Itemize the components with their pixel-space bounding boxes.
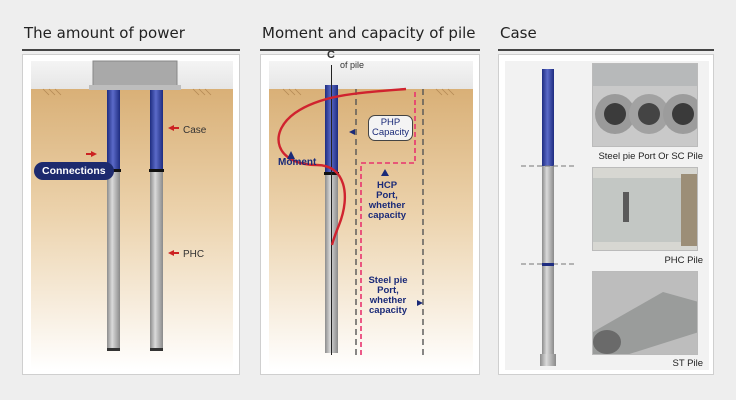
left-pile-case [107, 90, 120, 170]
power-section-title: The amount of power [24, 24, 185, 42]
case-section-title: Case [500, 24, 537, 42]
hcp-capacity-label: HCP Port, whether capacity [367, 180, 407, 221]
st-pile-photo [592, 271, 698, 355]
phc-arrow-icon [168, 250, 179, 256]
centerline-symbol: C [327, 49, 335, 61]
php-capacity-box: PHP Capacity [368, 115, 413, 141]
moment-curve [277, 87, 407, 246]
moment-title-rule [260, 49, 480, 51]
connections-arrow-icon [86, 151, 97, 157]
power-diagram [31, 60, 233, 370]
right-pile-case [150, 90, 163, 170]
moment-panel: C of pile Moment PHP Capacity HCP Port, … [260, 49, 480, 375]
php-label: PHP [380, 117, 401, 128]
case-label: Case [183, 125, 207, 136]
steel-arrow-icon-left [417, 300, 423, 306]
phc-pile-photo [592, 167, 698, 251]
right-pile-phc [150, 170, 163, 350]
case-pile-shoe [540, 354, 556, 366]
moment-arrow-icon [287, 151, 295, 159]
steel-pile-photo [592, 63, 698, 147]
centerline-label: of pile [340, 60, 365, 70]
steel-pile-caption: Steel pie Port Or SC Pile [598, 151, 703, 162]
pile-cap [92, 60, 178, 88]
php-arrow-icon [349, 129, 355, 135]
left-pile-phc [107, 170, 120, 350]
power-panel: Case Connections PHC [22, 54, 240, 375]
case-pile-gray [542, 166, 554, 356]
php-capacity-line [360, 89, 416, 355]
moment-section-title: Moment and capacity of pile [262, 24, 476, 42]
ground-hatch [42, 88, 212, 96]
st-pile-caption: ST Pile [672, 358, 703, 369]
php-capacity-label: Capacity [372, 127, 409, 138]
case-pile-blue [542, 69, 554, 166]
case-arrow-icon [168, 125, 179, 131]
hcp-arrow-icon [381, 169, 389, 176]
soil-area [31, 89, 233, 370]
right-pile-joint [149, 169, 164, 172]
case-panel: Steel pie Port Or SC Pile PHC Pile ST Pi… [498, 54, 714, 375]
phc-pile-caption: PHC Pile [664, 255, 703, 266]
power-title-rule [22, 49, 240, 51]
moment-label: Moment [278, 157, 317, 168]
pile-cap-base [89, 85, 181, 90]
phc-label: PHC [183, 249, 205, 260]
steel-capacity-label: Steel pie Port, whether capacity [368, 275, 408, 316]
connections-badge: Connections [34, 162, 114, 180]
case-title-rule [498, 49, 714, 51]
